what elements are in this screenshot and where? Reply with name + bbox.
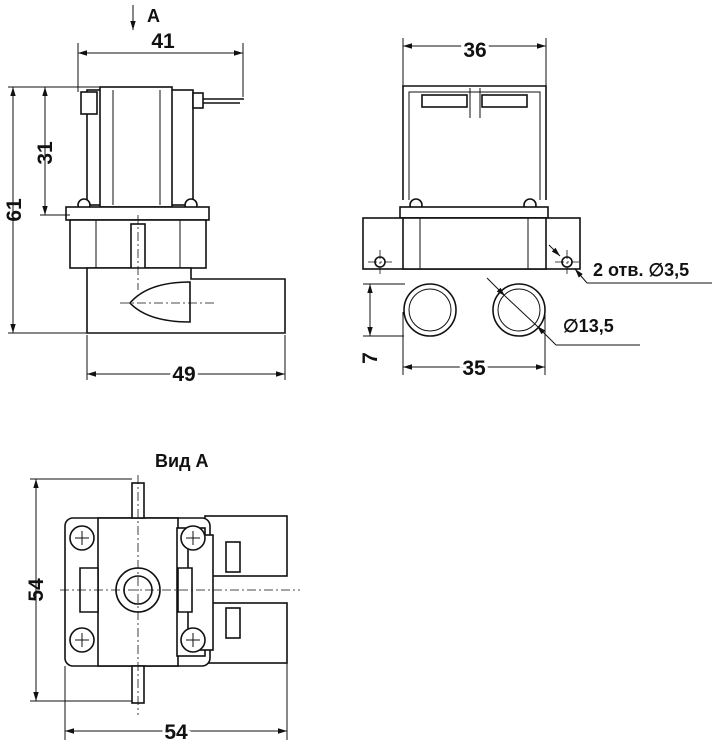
dim-bottom-width-label: 54	[164, 721, 188, 743]
screw-head-icon	[180, 627, 206, 653]
connector-lower	[204, 602, 288, 664]
nozzle	[128, 281, 191, 323]
holes-callout-label: 2 отв. ∅3,5	[593, 260, 689, 280]
port-diameter-label: ∅13,5	[563, 316, 614, 336]
flange	[65, 206, 210, 221]
port-left	[403, 283, 457, 337]
dim-width-label: 41	[151, 30, 175, 53]
coil-frame	[402, 85, 547, 200]
dim-offset-label: 7	[359, 352, 382, 364]
dim-height-total-label: 61	[3, 198, 26, 222]
dim-bottom-width-label: 35	[462, 357, 486, 380]
dim-bottom-height-label: 54	[25, 578, 48, 602]
screw-head-icon	[69, 525, 95, 551]
view-a-arrow-letter: A	[147, 6, 160, 26]
terminal-left	[80, 91, 98, 115]
screw-head-icon	[180, 525, 206, 551]
side-view: 36 35 7 2 отв. ∅3,5 ∅13,5	[359, 36, 712, 383]
view-a-title: Вид А	[155, 451, 209, 471]
dim-height-upper-label: 31	[34, 141, 57, 165]
connector-upper	[204, 515, 288, 577]
dim-top-width-label: 36	[463, 39, 486, 62]
bottom-view: Вид А	[25, 451, 300, 743]
coil-bobbin	[99, 86, 173, 208]
screw-head-icon	[69, 627, 95, 653]
front-view: A 41 31	[3, 5, 286, 389]
dim-length-label: 49	[172, 363, 195, 386]
